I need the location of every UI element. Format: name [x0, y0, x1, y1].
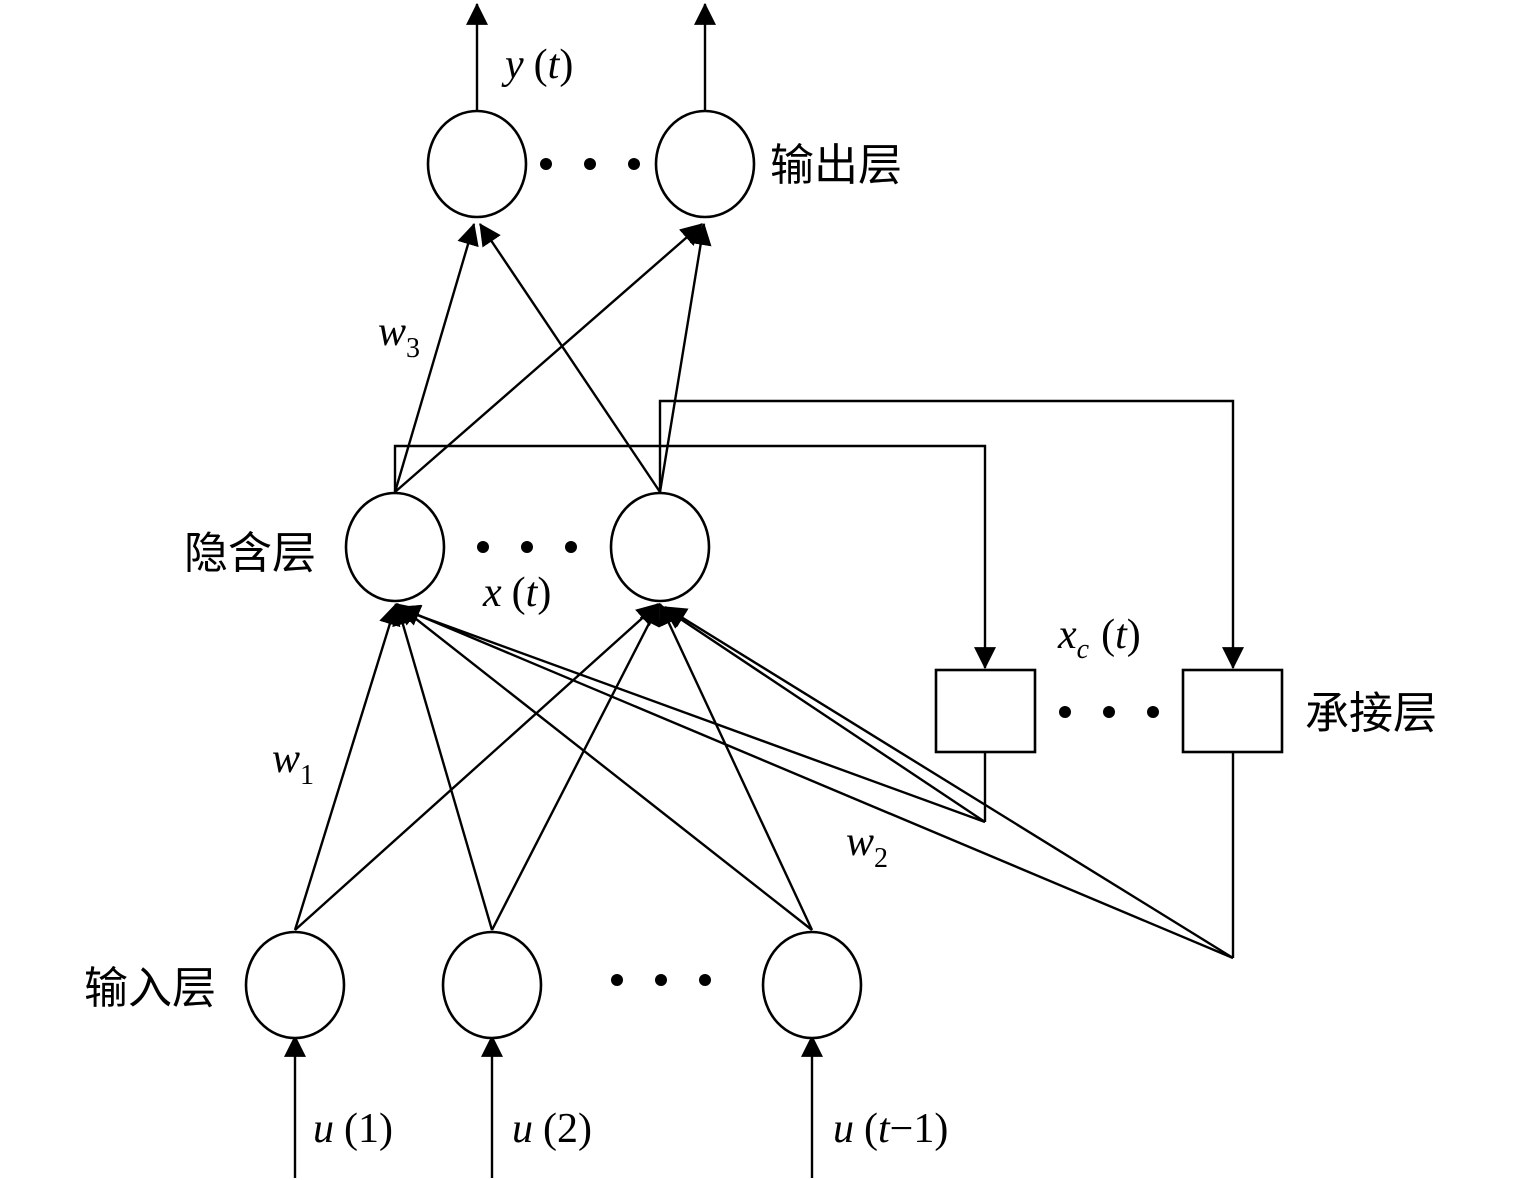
output-symbol: y(t) [501, 42, 573, 88]
input-ellipsis [611, 974, 711, 986]
hidden-node-2 [609, 491, 711, 603]
edge-context1-hidden1 [396, 604, 986, 824]
input-node-2 [441, 930, 543, 1040]
hidden-layer-label: 隐含层 [184, 528, 316, 579]
context-symbol: xc(t) [1057, 612, 1141, 665]
output-node-1 [426, 109, 528, 219]
edge-input1-hidden2 [294, 603, 659, 931]
w3-symbol: w3 [378, 309, 420, 364]
edge-input3-hidden2 [658, 603, 814, 931]
context-layer-label: 承接层 [1305, 688, 1437, 739]
edge-input3-hidden1 [396, 603, 813, 931]
input-layer-label: 输入层 [84, 963, 216, 1014]
input-label-1: u(1) [313, 1106, 393, 1152]
input-label-2: u(2) [512, 1106, 592, 1152]
edge-context1-hidden2 [663, 607, 986, 823]
edge-input2-hidden1 [392, 602, 494, 931]
w1-symbol: w1 [272, 736, 314, 791]
input-node-3 [761, 930, 863, 1040]
edge-context2-hidden2 [664, 605, 1234, 960]
hidden-node-1 [344, 491, 446, 603]
edge-hidden2-output1 [479, 223, 661, 493]
w2-symbol: w2 [846, 819, 888, 874]
edge-context2-hidden1 [397, 604, 1234, 960]
edge-input1-hidden1 [293, 602, 401, 931]
edge-input2-hidden2 [490, 603, 661, 931]
copy-line-hidden1-context1 [393, 444, 996, 670]
context-ellipsis [1059, 706, 1159, 718]
edge-hidden1-output2 [394, 223, 703, 493]
input-node-1 [244, 930, 346, 1040]
edge-hidden2-output2 [658, 222, 712, 493]
input-label-3: u(t−1) [833, 1106, 948, 1152]
edge-hidden1-output1 [393, 222, 479, 493]
output-node-2 [654, 109, 756, 219]
copy-line-hidden2-context2 [658, 399, 1244, 670]
hidden-ellipsis [477, 541, 577, 553]
context-node-2 [1181, 668, 1284, 754]
context-node-1 [934, 668, 1037, 754]
output-ellipsis [540, 158, 640, 170]
output-layer-label: 输出层 [770, 140, 902, 191]
hidden-symbol: x(t) [482, 570, 551, 616]
